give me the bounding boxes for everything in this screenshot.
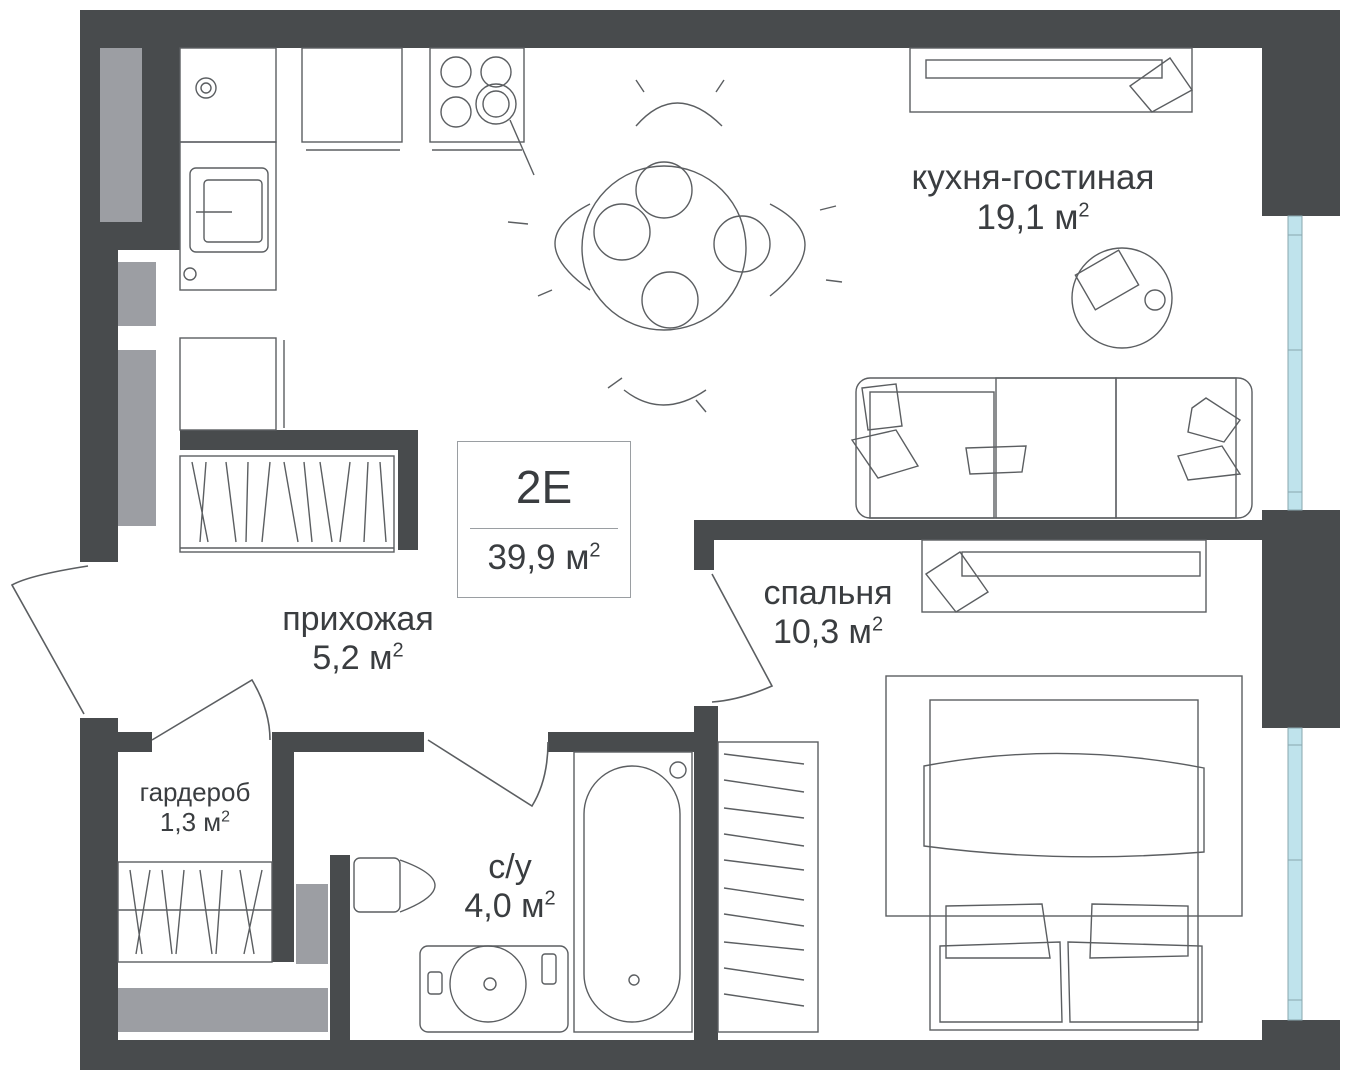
wardrobe-label: гардероб 1,3 м2 — [118, 777, 272, 838]
bathroom-label: с/у 4,0 м2 — [440, 848, 580, 926]
living-room-label: кухня-гостиная 19,1 м2 — [868, 158, 1198, 239]
hall-area: 5,2 м2 — [312, 639, 404, 678]
wardrobe-name: гардероб — [139, 777, 251, 807]
plan-total-area: 39,9 м2 — [487, 538, 601, 577]
outer-walls — [80, 10, 1340, 1070]
bedroom-furniture — [717, 539, 1243, 1033]
dining-set — [507, 79, 843, 413]
living-room-name: кухня-гостиная — [911, 158, 1155, 197]
windows — [1287, 215, 1303, 1021]
living-room-area: 19,1 м2 — [976, 198, 1090, 238]
plan-code-box: 2E 39,9 м2 — [457, 441, 631, 598]
plan-code: 2E — [515, 461, 573, 513]
bedroom-label: спальня 10,3 м2 — [740, 574, 916, 652]
hall-label: прихожая 5,2 м2 — [252, 600, 464, 678]
wardrobe-area: 1,3 м2 — [159, 806, 231, 837]
inner-wall-fill — [100, 48, 328, 1032]
bedroom-area: 10,3 м2 — [772, 613, 884, 652]
bathroom-area: 4,0 м2 — [464, 887, 556, 926]
hall-name: прихожая — [282, 600, 434, 638]
living-furniture — [850, 47, 1253, 519]
bedroom-name: спальня — [763, 574, 893, 612]
hall-storage — [117, 455, 395, 963]
doors — [10, 565, 774, 808]
bathroom-fixtures — [353, 751, 693, 1033]
bathroom-name: с/у — [488, 848, 532, 886]
kitchen-units — [179, 47, 535, 431]
plan-code-divider — [470, 528, 618, 529]
